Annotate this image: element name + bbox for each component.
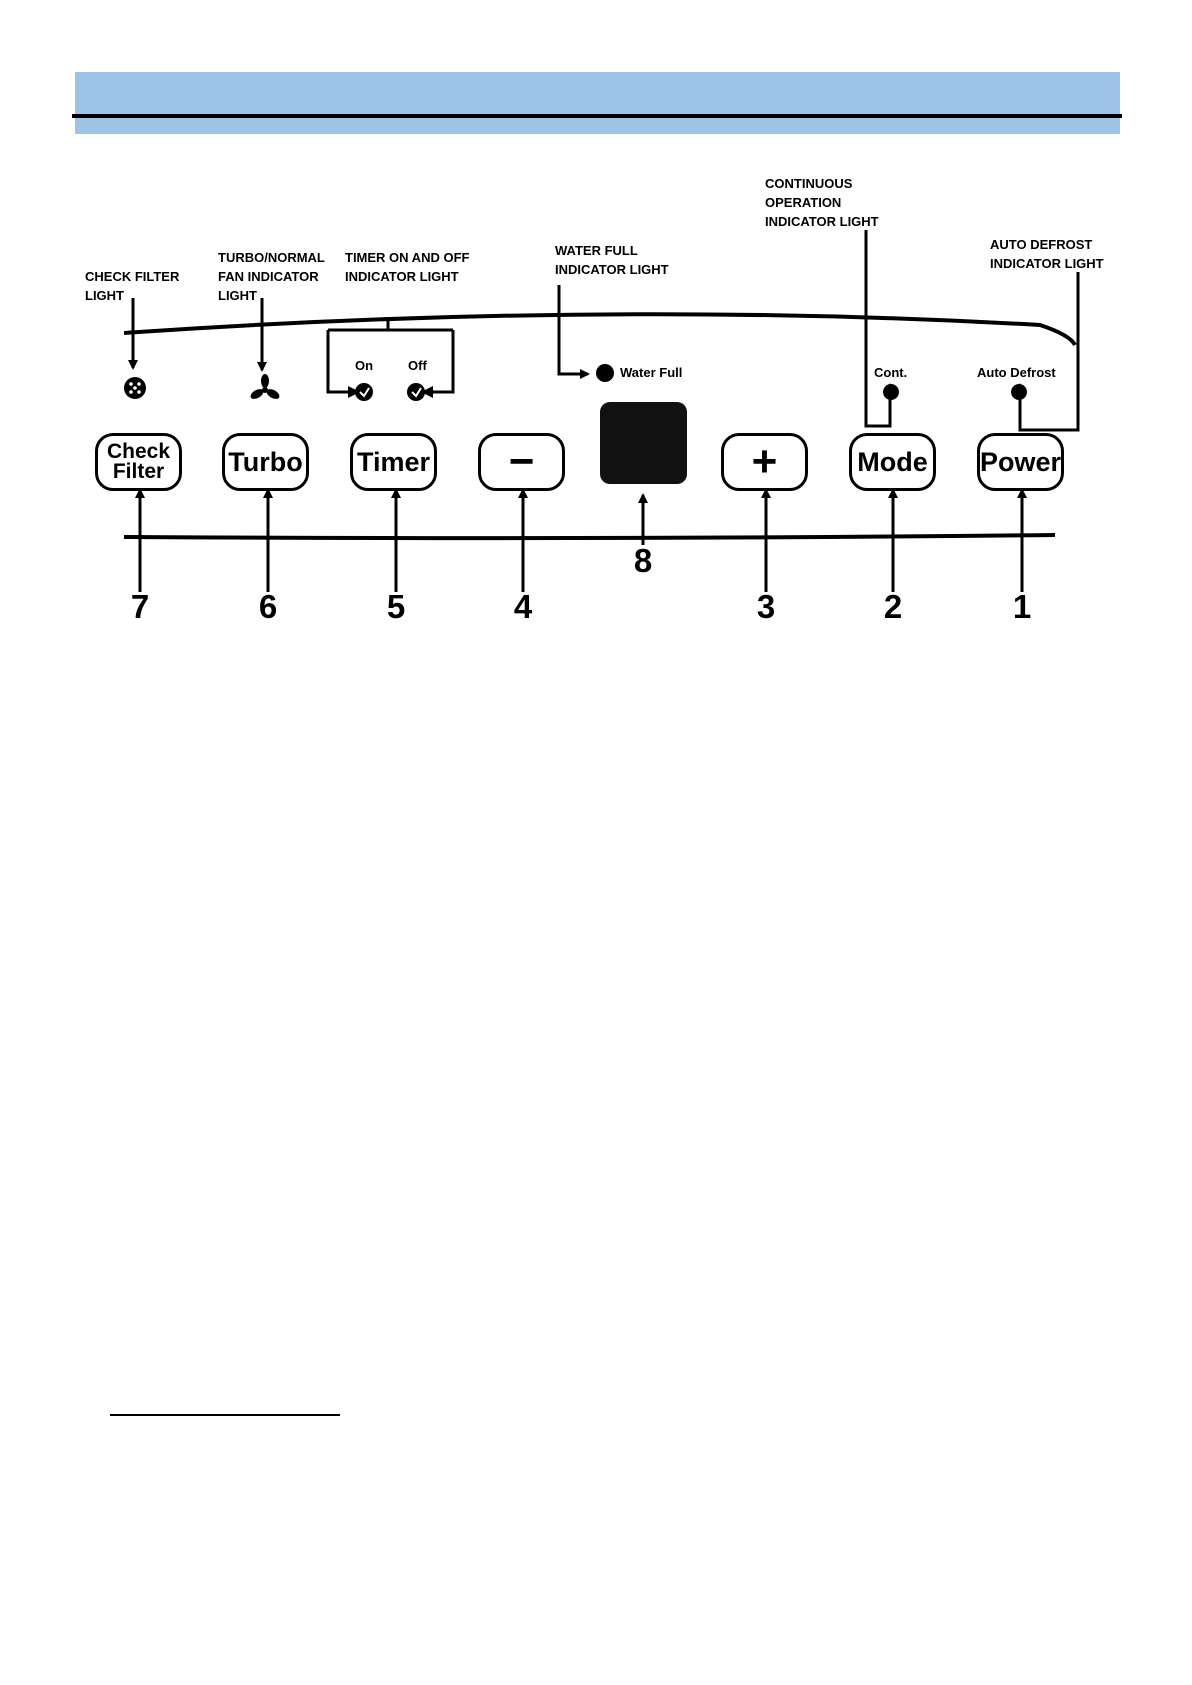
check-filter-button[interactable]: Check Filter <box>95 433 182 491</box>
cont-label: Cont. <box>874 365 907 380</box>
timer-callout: TIMER ON AND OFF INDICATOR LIGHT <box>345 248 469 286</box>
filter-dots-icon <box>124 377 146 399</box>
dot-icon <box>1011 384 1027 400</box>
callout-number-7: 7 <box>120 588 160 626</box>
auto-defrost-callout: AUTO DEFROST INDICATOR LIGHT <box>990 235 1104 273</box>
minus-button[interactable]: − <box>478 433 565 491</box>
panel-top-edge <box>124 314 1075 345</box>
mode-button[interactable]: Mode <box>849 433 936 491</box>
fan-icon <box>249 374 281 401</box>
callout-number-3: 3 <box>746 588 786 626</box>
plus-button-label: + <box>752 440 778 484</box>
clock-icon <box>407 383 425 401</box>
dot-icon <box>883 384 899 400</box>
water-full-callout: WATER FULL INDICATOR LIGHT <box>555 241 669 279</box>
auto-defrost-label: Auto Defrost <box>977 365 1056 380</box>
dot-icon <box>596 364 614 382</box>
callout-number-6: 6 <box>248 588 288 626</box>
callout-number-4: 4 <box>503 588 543 626</box>
mode-button-label: Mode <box>857 447 928 478</box>
check-filter-button-label: Check Filter <box>107 442 170 482</box>
turbo-fan-callout: TURBO/NORMAL FAN INDICATOR LIGHT <box>218 248 325 305</box>
callout-number-5: 5 <box>376 588 416 626</box>
control-panel-diagram: CHECK FILTER LIGHT TURBO/NORMAL FAN INDI… <box>0 0 1192 700</box>
timer-button-label: Timer <box>357 447 430 478</box>
callout-number-8: 8 <box>623 542 663 580</box>
timer-off-label: Off <box>408 358 427 373</box>
callout-number-1: 1 <box>1002 588 1042 626</box>
timer-on-label: On <box>355 358 373 373</box>
power-button-label: Power <box>980 447 1061 478</box>
turbo-button[interactable]: Turbo <box>222 433 309 491</box>
continuous-callout: CONTINUOUS OPERATION INDICATOR LIGHT <box>765 174 879 231</box>
timer-button[interactable]: Timer <box>350 433 437 491</box>
panel-bottom-edge <box>124 535 1055 538</box>
auto-defrost-leader <box>1020 272 1078 430</box>
display-screen <box>600 402 687 484</box>
turbo-button-label: Turbo <box>228 447 302 478</box>
minus-button-label: − <box>509 440 535 484</box>
footnote-rule <box>110 1414 340 1416</box>
power-button[interactable]: Power <box>977 433 1064 491</box>
check-filter-callout: CHECK FILTER LIGHT <box>85 267 179 305</box>
plus-button[interactable]: + <box>721 433 808 491</box>
callout-number-2: 2 <box>873 588 913 626</box>
timer-bracket <box>328 318 453 392</box>
water-full-leader <box>559 285 588 374</box>
clock-icon <box>355 383 373 401</box>
water-full-label: Water Full <box>620 365 682 380</box>
